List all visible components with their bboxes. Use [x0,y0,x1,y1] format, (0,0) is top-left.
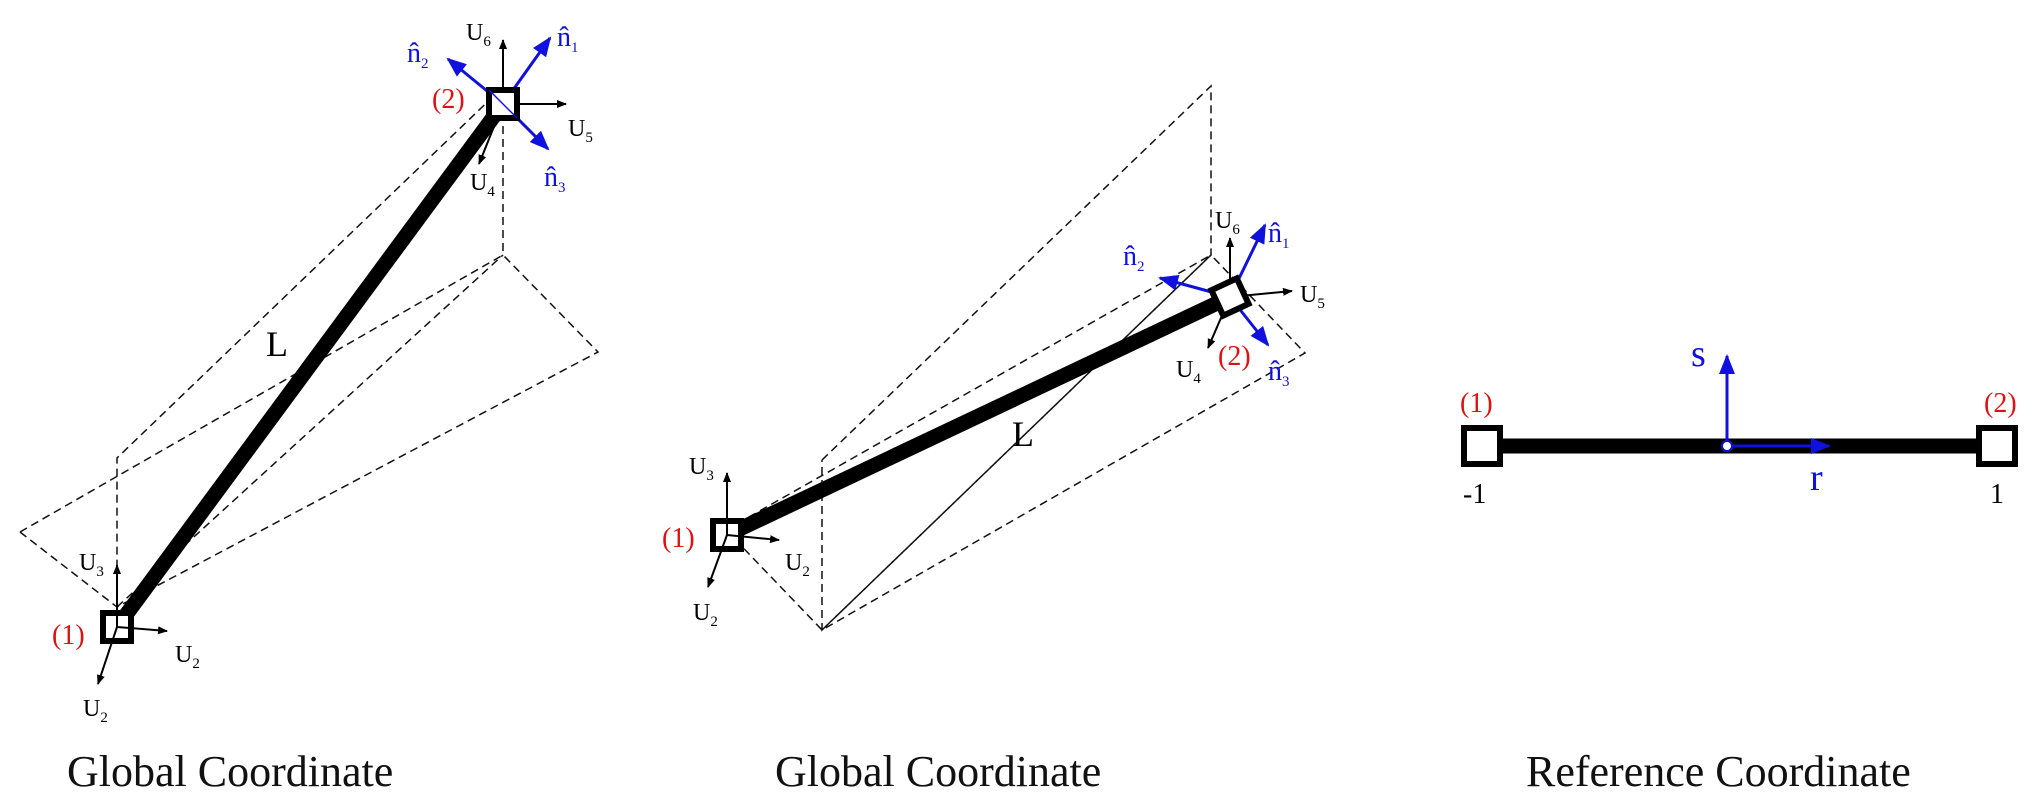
dof-u2-label: U2 [785,550,810,580]
node-2 [1207,274,1253,320]
beam-element [723,290,1234,542]
node-1 [1461,425,1503,467]
panel-global-1: L (1) U3 U2 U2 (2) U6 U5 U4 n̂1 n̂2 n̂3 … [19,20,600,796]
dof-u4-label: U4 [470,170,495,200]
node-1-label: (1) [662,523,695,554]
dof-u6-label: U6 [1215,208,1240,238]
panel-reference: (1) (2) -1 1 s r Reference Coordinate [1460,333,2018,796]
dof-u1-label: U2 [693,600,718,630]
normal-n3-label: n̂3 [544,162,566,196]
caption-global-2: Global Coordinate [775,747,1101,796]
dashed-planes [19,86,600,608]
caption-global-1: Global Coordinate [67,747,393,796]
normal-n3-label: n̂3 [1268,356,1290,390]
caption-reference: Reference Coordinate [1526,747,1911,796]
left-coordinate-label: -1 [1463,479,1486,510]
panel-global-2: L (1) U3 U2 U2 (2) U6 U5 U4 n̂1 n̂2 n̂3 … [662,84,1325,796]
right-coordinate-label: 1 [1990,479,2004,510]
origin-point [1721,440,1733,452]
s-axis-label: s [1691,333,1706,375]
element-length-label: L [1012,414,1034,454]
dof-u4-label: U4 [1176,357,1201,387]
beam-element [110,99,510,632]
normal-n2-label: n̂2 [1123,241,1145,275]
node-2-label: (2) [1218,341,1251,372]
node-2 [1976,425,2018,467]
node-1-label: (1) [1460,388,1493,419]
normal-n1-label: n̂1 [1268,218,1290,252]
dof-u5-label: U5 [1300,282,1325,312]
element-length-label: L [266,324,288,364]
dof-u5-label: U5 [568,116,593,146]
r-axis-label: r [1810,457,1823,499]
node-2-label: (2) [432,84,465,115]
node-1-label: (1) [52,620,85,651]
dashed-planes [725,84,1307,632]
dof-u3-label: U3 [79,550,104,580]
dof-u2-label: U2 [175,642,200,672]
dof-u1-label: U2 [83,696,108,726]
normal-n1-label: n̂1 [557,22,579,56]
normal-n2-label: n̂2 [407,38,429,72]
dof-u3-label: U3 [689,454,714,484]
node-2-label: (2) [1984,388,2017,419]
dof-u6-label: U6 [466,20,491,50]
